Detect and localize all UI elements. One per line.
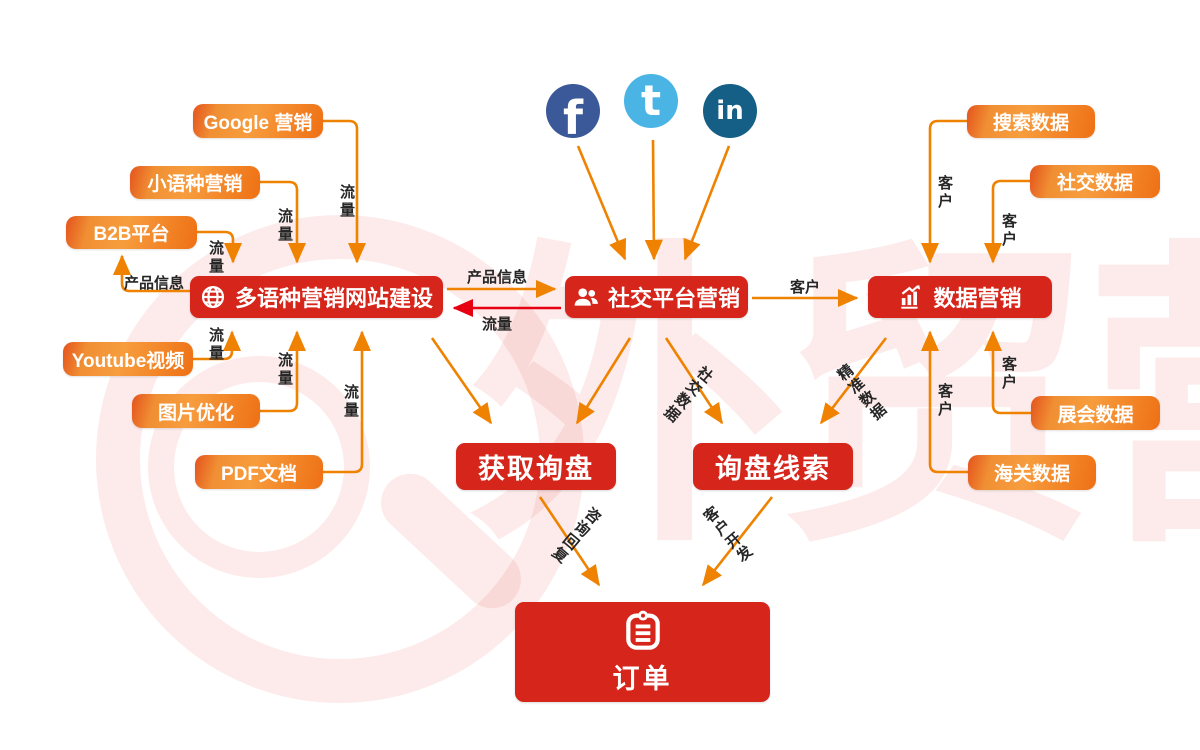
node-youtube-video: Youtube视频 [63,342,193,376]
label-product-info-b2b: 产品信息 [124,275,185,292]
arrow-customs-data-to-data [920,330,968,474]
arrow-pdf-to-website [323,330,372,474]
node-b2b-platform: B2B平台 [66,216,197,249]
arrow-get-inquiry-to-order [538,496,601,587]
node-exhibition-data: 展会数据 [1031,396,1160,430]
arrow-inquiry-leads-to-order [701,496,774,587]
arrow-social-to-inquiry-leads [664,337,724,425]
label-customer-exhibition-data: 客户 [1000,356,1017,392]
node-pdf-document: PDF文档 [195,455,323,489]
label-customer-social-data: 客户 [1000,213,1017,249]
globe-icon [200,284,226,310]
label-traffic-pdf: 流量 [342,384,359,420]
linkedin-icon: in [703,84,757,138]
twitter-icon: t [624,74,678,128]
arrow-website-to-get-inquiry [430,337,493,425]
label-customer-customs-data: 客户 [936,383,953,419]
node-customs-data: 海关数据 [968,455,1096,490]
node-social-data: 社交数据 [1030,165,1160,198]
arrow-data-to-inquiry-leads [819,337,888,425]
arrow-social-to-get-inquiry [575,337,632,425]
arrow-linkedin-to-social [683,145,731,261]
label-traffic-google: 流量 [338,184,355,220]
label-customer-search-data: 客户 [936,175,953,211]
label-traffic-minor-language: 流量 [276,208,293,244]
arrow-website-to-b2b-product-info [112,254,190,293]
arrow-google-to-website [323,119,367,264]
node-order: 订单 [515,602,770,702]
label-product-info-center: 产品信息 [467,269,528,286]
arrow-exhibition-data-to-data [983,330,1031,415]
node-social-platform-marketing: 社交平台营销 [565,276,748,318]
node-multilingual-website: 多语种营销网站建设 [190,276,443,318]
label-traffic-image-optimization: 流量 [276,352,293,388]
label-customer-center: 客户 [790,279,821,296]
node-inquiry-leads: 询盘线索 [693,443,853,490]
facebook-icon: f [546,84,600,138]
clipboard-icon [621,609,665,653]
arrow-b2b-to-website [197,230,243,264]
arrow-image-optimization-to-website [260,330,307,413]
label-traffic-center: 流量 [482,316,513,333]
chart-icon [898,284,924,310]
node-image-optimization: 图片优化 [132,394,260,428]
node-minor-language-marketing: 小语种营销 [130,166,260,199]
label-traffic-youtube: 流量 [207,327,224,363]
arrow-youtube-to-website [193,330,242,361]
people-icon [573,284,599,310]
arrow-minor-language-to-website [260,180,307,264]
node-get-inquiry: 获取询盘 [456,443,616,490]
node-data-marketing: 数据营销 [868,276,1052,318]
arrow-twitter-to-social [644,139,663,261]
node-search-data: 搜索数据 [967,105,1095,138]
arrow-social-data-to-data [983,179,1030,264]
label-traffic-b2b: 流量 [207,240,224,276]
arrow-search-data-to-data [920,119,967,264]
node-google-marketing: Google 营销 [193,104,323,138]
arrow-facebook-to-social [576,145,627,261]
